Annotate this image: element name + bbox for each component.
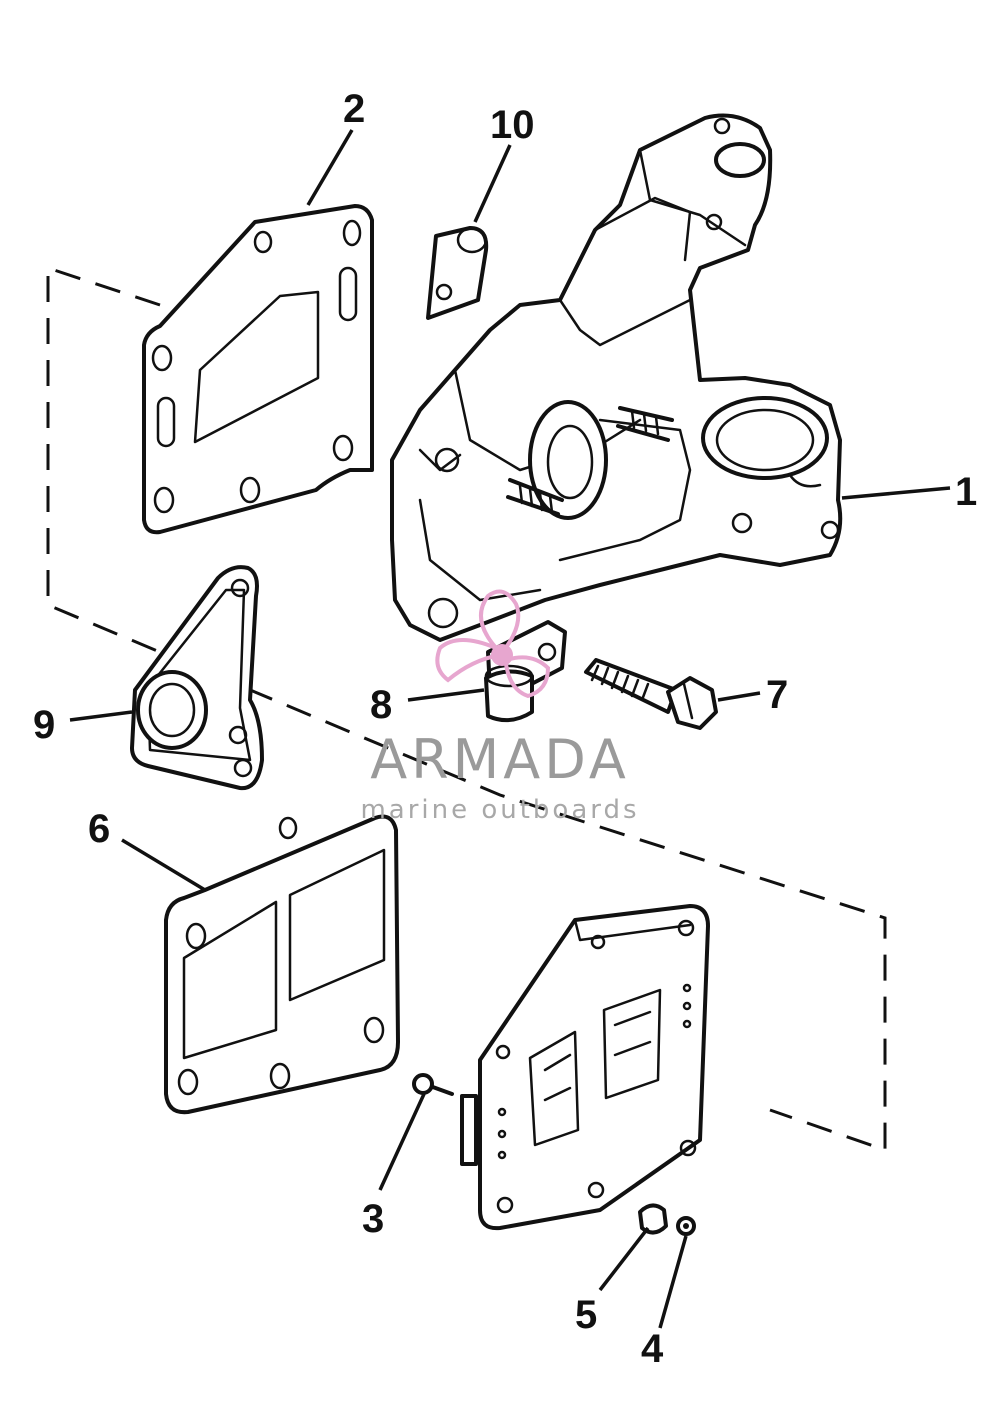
watermark-subtitle: marine outboards — [360, 795, 639, 825]
callout-2: 2 — [343, 87, 365, 131]
callout-7: 7 — [766, 673, 788, 717]
callout-1: 1 — [955, 470, 977, 514]
watermark: ARMADA marine outboards — [360, 589, 639, 825]
part-10-clip — [426, 226, 489, 320]
assembly-dashed-lines — [46, 265, 887, 1153]
part-7-bolt — [584, 658, 718, 730]
callout-5: 5 — [575, 1293, 597, 1337]
part-2-gasket — [142, 204, 374, 535]
leader-lines — [69, 129, 951, 1329]
callout-6: 6 — [88, 807, 110, 851]
part-9-plate — [130, 565, 264, 791]
callout-9: 9 — [33, 703, 55, 747]
part-1-housing — [390, 113, 843, 642]
part-8-clamp — [484, 620, 567, 723]
callout-8: 8 — [370, 683, 392, 727]
propeller-logo-icon — [435, 589, 551, 699]
part-5-spacer — [638, 1203, 668, 1235]
part-6-gasket — [164, 814, 400, 1115]
callout-labels: 1 2 3 4 5 6 7 8 9 10 — [33, 87, 977, 1371]
part-3-screw — [412, 1073, 454, 1096]
callout-4: 4 — [641, 1327, 664, 1371]
callout-10: 10 — [490, 103, 535, 147]
callout-3: 3 — [362, 1197, 384, 1241]
reed-plate-assembly — [460, 904, 710, 1231]
part-4-nut — [676, 1216, 696, 1236]
watermark-title: ARMADA — [370, 728, 630, 791]
